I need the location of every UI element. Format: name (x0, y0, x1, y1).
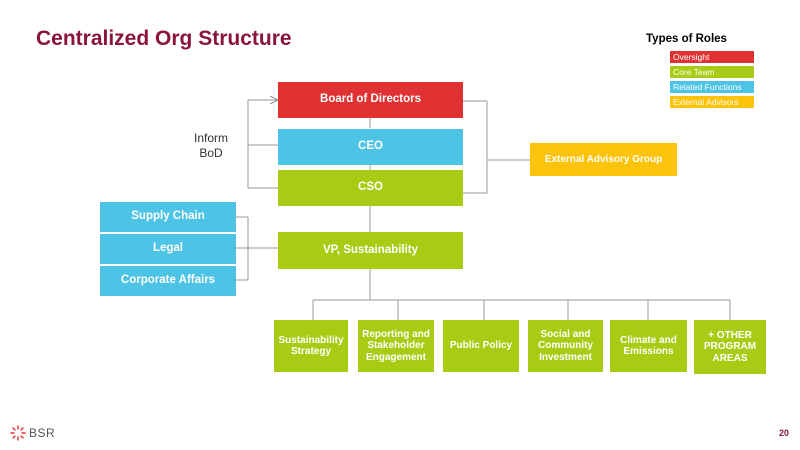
program-area-box: Social and Community Investment (528, 320, 603, 372)
program-area-box: + OTHER PROGRAM AREAS (694, 320, 766, 374)
cso-box: CSO (278, 170, 463, 206)
legend-item-related-functions: Related Functions (670, 81, 754, 93)
legal-box: Legal (100, 234, 236, 264)
program-area-box: Sustainability Strategy (274, 320, 348, 372)
page-number: 20 (779, 428, 790, 438)
page-title: Centralized Org Structure (36, 27, 292, 50)
external-advisory-group-box: External Advisory Group (530, 143, 677, 176)
legend-item-oversight: Oversight (670, 51, 754, 63)
bsr-logo: BSR (10, 425, 55, 441)
sunburst-icon (10, 425, 26, 441)
program-area-box: Climate and Emissions (610, 320, 687, 372)
ceo-box: CEO (278, 129, 463, 165)
inform-bod-label: Inform BoD (193, 131, 228, 160)
vp-sustainability-box: VP, Sustainability (278, 232, 463, 269)
supply-chain-box: Supply Chain (100, 202, 236, 232)
corporate-affairs-box: Corporate Affairs (100, 266, 236, 296)
logo-text: BSR (29, 426, 56, 440)
program-area-box: Reporting and Stakeholder Engagement (358, 320, 434, 372)
board-of-directors-box: Board of Directors (278, 82, 463, 118)
legend-item-core-team: Core Team (670, 66, 754, 78)
legend-item-external-advisors: External Advisors (670, 96, 754, 108)
legend-title: Types of Roles (646, 33, 727, 45)
program-area-box: Public Policy (443, 320, 519, 372)
